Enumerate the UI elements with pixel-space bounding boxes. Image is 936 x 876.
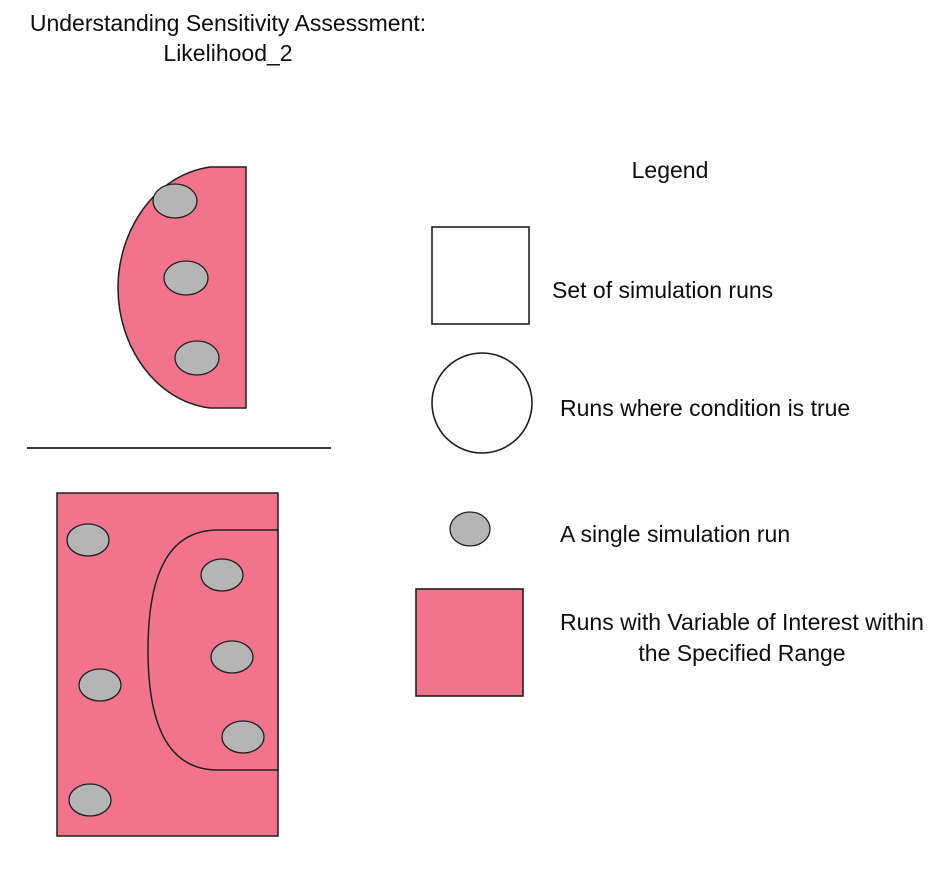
simulation-run-dot — [66, 523, 110, 557]
page-title-line1: Understanding Sensitivity Assessment: — [29, 10, 427, 36]
simulation-run-dot — [78, 668, 122, 702]
gray-dot-icon — [449, 511, 491, 547]
legend-item-label: Runs where condition is true — [560, 395, 851, 421]
pink-square-icon — [415, 588, 524, 697]
simulation-run-dot — [163, 260, 209, 296]
square-outline-icon — [431, 226, 530, 325]
simulation-run-dot — [174, 340, 220, 376]
top-venn-diagram — [117, 166, 247, 409]
simulation-run-dot — [152, 183, 198, 219]
page-title: Understanding Sensitivity Assessment: Li… — [8, 8, 448, 69]
simulation-run-dot — [221, 720, 265, 754]
simulation-run-dot — [200, 558, 244, 592]
simulation-run-dot — [210, 640, 254, 674]
simulation-run-dot — [68, 783, 112, 817]
circle-outline-icon — [431, 352, 533, 454]
divider-line — [27, 447, 331, 449]
legend-item-label: Runs with Variable of Interest within th… — [560, 609, 924, 667]
bottom-venn-diagram — [56, 492, 279, 837]
legend: Legend Set of simulation runs Runs where… — [400, 155, 936, 735]
legend-item-label: Set of simulation runs — [552, 277, 774, 303]
page-title-line2: Likelihood_2 — [163, 40, 293, 67]
legend-title: Legend — [631, 157, 709, 183]
legend-item-label: A single simulation run — [560, 521, 791, 547]
